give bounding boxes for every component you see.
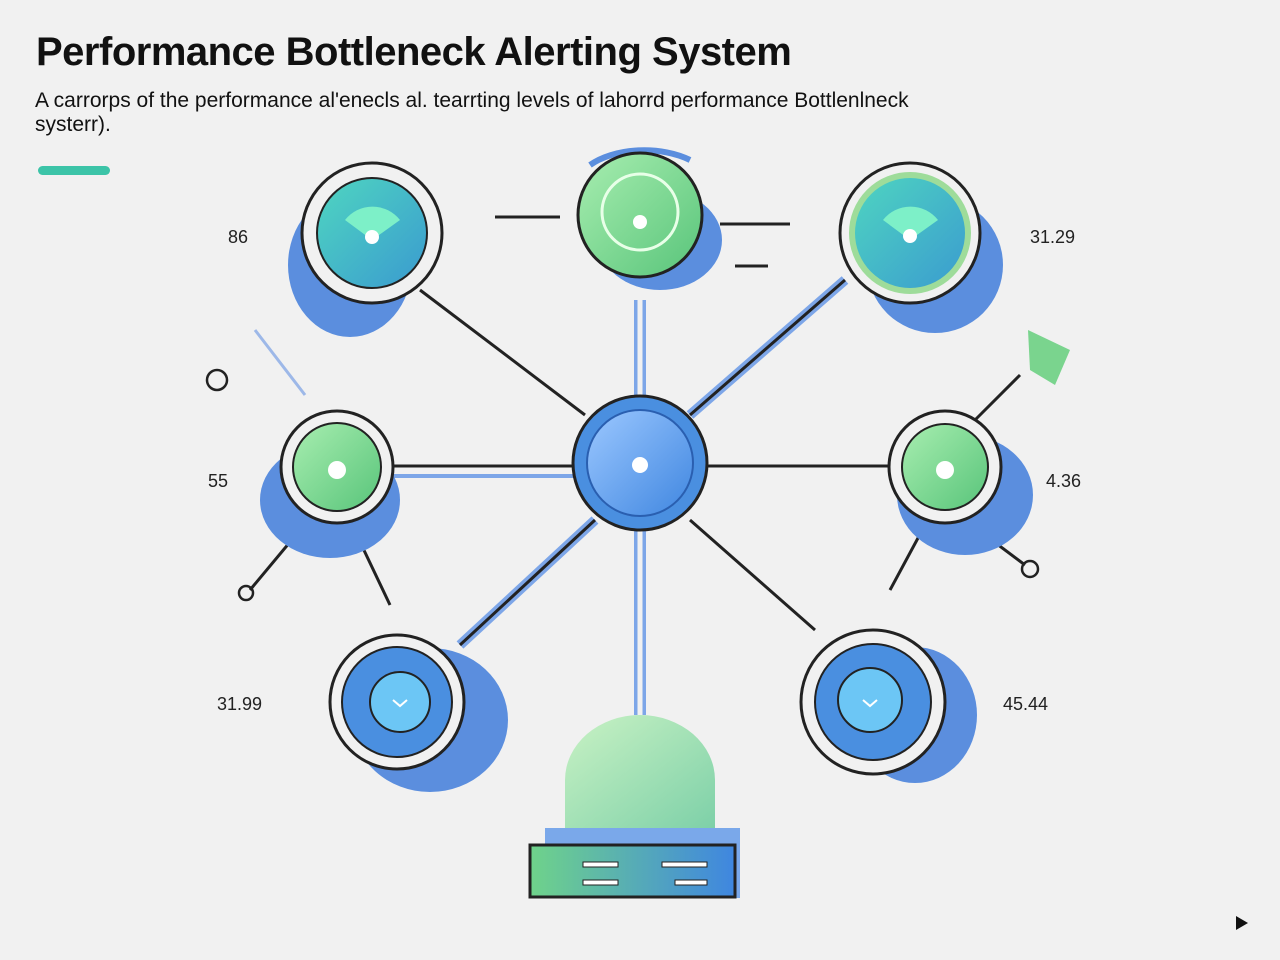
node-top-right[interactable]: 31.29 bbox=[838, 161, 1075, 333]
node-mid-right[interactable]: 4.36 bbox=[887, 409, 1081, 555]
gauge-node-icon bbox=[345, 206, 400, 240]
endpoint-icon bbox=[237, 584, 255, 602]
central-hub[interactable] bbox=[571, 394, 709, 532]
node-value: 31.99 bbox=[217, 694, 262, 714]
alert-node-icon bbox=[936, 461, 954, 479]
node-value: 55 bbox=[208, 471, 228, 491]
node-value: 86 bbox=[228, 227, 248, 247]
gauge-node-icon bbox=[600, 172, 680, 252]
page-subtitle: A carrorps of the performance al'enecls … bbox=[35, 89, 909, 136]
node-value: 31.29 bbox=[1030, 227, 1075, 247]
node-mid-left[interactable]: 55 bbox=[208, 409, 400, 558]
check-node-icon bbox=[862, 699, 878, 708]
accent-bar bbox=[38, 166, 110, 175]
server-icon bbox=[528, 843, 737, 899]
hub-node-icon bbox=[632, 457, 648, 473]
play-icon[interactable] bbox=[1236, 916, 1248, 930]
node-top[interactable] bbox=[576, 147, 722, 290]
endpoint-icon bbox=[1020, 559, 1040, 579]
node-value: 45.44 bbox=[1003, 694, 1048, 714]
flag-icon bbox=[1028, 330, 1070, 385]
connector-lines bbox=[248, 215, 1026, 715]
endpoint-icon bbox=[205, 368, 229, 392]
node-value: 4.36 bbox=[1046, 471, 1081, 491]
node-bottom-right[interactable]: 45.44 bbox=[799, 628, 1048, 783]
alert-node-icon bbox=[328, 461, 346, 479]
server[interactable] bbox=[528, 715, 740, 899]
gauge-node-icon bbox=[883, 206, 938, 240]
page-title: Performance Bottleneck Alerting System bbox=[36, 30, 792, 74]
node-top-left[interactable]: 86 bbox=[228, 161, 444, 337]
node-bottom-left[interactable]: 31.99 bbox=[217, 633, 508, 792]
check-node-icon bbox=[392, 699, 408, 708]
